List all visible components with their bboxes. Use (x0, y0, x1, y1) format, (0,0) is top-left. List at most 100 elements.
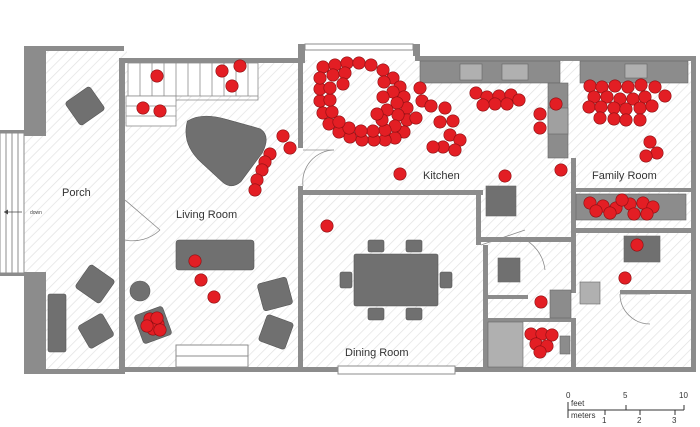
marker-dot (326, 68, 340, 82)
marker-dot (225, 79, 239, 93)
marker-dot (313, 71, 327, 85)
marker-dot (323, 81, 337, 95)
marker-dot (150, 311, 164, 325)
marker-dot (352, 56, 366, 70)
marker-dot (325, 105, 339, 119)
marker-dot (613, 92, 627, 106)
scale-meter-tick-3: 3 (672, 416, 677, 425)
label-porch: Porch (62, 187, 91, 199)
scale-feet-tick-0: 0 (566, 391, 571, 400)
marker-dot (446, 114, 460, 128)
scale-meter-tick-2: 2 (637, 416, 642, 425)
marker-dot (448, 143, 462, 157)
marker-dot (248, 183, 262, 197)
marker-dot (320, 219, 334, 233)
marker-dot (549, 97, 563, 111)
marker-dot (438, 101, 452, 115)
marker-dot (433, 115, 447, 129)
marker-dot (316, 60, 330, 74)
marker-layer (136, 56, 672, 359)
marker-dot (600, 90, 614, 104)
marker-dot (512, 93, 526, 107)
stairs-down-arrow: down (4, 209, 42, 216)
marker-dot (619, 113, 633, 127)
marker-dot (500, 97, 514, 111)
marker-dot (634, 78, 648, 92)
marker-dot (413, 81, 427, 95)
doors (124, 149, 651, 325)
kitchen-counters (419, 60, 689, 368)
marker-dot (594, 100, 608, 114)
marker-dot (589, 204, 603, 218)
marker-dot (207, 290, 221, 304)
marker-dot (607, 101, 621, 115)
marker-dot (593, 111, 607, 125)
scale-feet-tick-5: 5 (623, 391, 628, 400)
porch-steps (0, 132, 25, 274)
marker-dot (583, 79, 597, 93)
marker-dot (648, 80, 662, 94)
scale-feet-tick-10: 10 (679, 391, 688, 400)
marker-dot (582, 100, 596, 114)
marker-dot (639, 149, 653, 163)
marker-dot (323, 93, 337, 107)
scale-bar: 0 5 10 feet meters 1 2 3 (566, 391, 688, 425)
marker-dot (640, 207, 654, 221)
marker-dot (633, 101, 647, 115)
marker-dot (336, 77, 350, 91)
marker-dot (377, 75, 391, 89)
marker-dot (409, 111, 423, 125)
marker-dot (332, 115, 346, 129)
marker-dot (376, 90, 390, 104)
marker-dot (533, 107, 547, 121)
marker-dot (533, 121, 547, 135)
marker-dot (630, 238, 644, 252)
marker-dot (476, 98, 490, 112)
room-labels: Porch Living Room Kitchen Family Room Di… (62, 170, 657, 359)
marker-dot (366, 124, 380, 138)
marker-dot (498, 169, 512, 183)
marker-dot (627, 207, 641, 221)
marker-dot (645, 99, 659, 113)
label-family-room: Family Room (592, 170, 657, 182)
marker-dot (618, 271, 632, 285)
stairs-down-label: down (30, 210, 42, 216)
label-living-room: Living Room (176, 209, 237, 221)
marker-dot (533, 345, 547, 359)
marker-dot (424, 99, 438, 113)
marker-dot (153, 104, 167, 118)
marker-dot (140, 319, 154, 333)
marker-dot (615, 193, 629, 207)
marker-dot (603, 206, 617, 220)
marker-dot (276, 129, 290, 143)
marker-dot (393, 167, 407, 181)
marker-dot (608, 79, 622, 93)
marker-dot (194, 273, 208, 287)
scale-meters-label: meters (571, 411, 595, 420)
marker-dot (607, 112, 621, 126)
marker-dot (426, 140, 440, 154)
marker-dot (633, 113, 647, 127)
marker-dot (338, 66, 352, 80)
label-kitchen: Kitchen (423, 170, 460, 182)
marker-dot (397, 125, 411, 139)
marker-dot (545, 328, 559, 342)
marker-dot (364, 58, 378, 72)
marker-dot (643, 135, 657, 149)
walls (0, 44, 696, 374)
marker-dot (554, 163, 568, 177)
marker-dot (370, 107, 384, 121)
marker-dot (188, 254, 202, 268)
marker-dot (150, 69, 164, 83)
marker-dot (488, 97, 502, 111)
marker-dot (534, 295, 548, 309)
marker-dot (153, 323, 167, 337)
marker-dot (376, 63, 390, 77)
marker-dot (658, 89, 672, 103)
marker-dot (619, 102, 633, 116)
marker-dot (136, 101, 150, 115)
marker-dot (342, 121, 356, 135)
marker-dot (638, 90, 652, 104)
marker-dot (233, 59, 247, 73)
